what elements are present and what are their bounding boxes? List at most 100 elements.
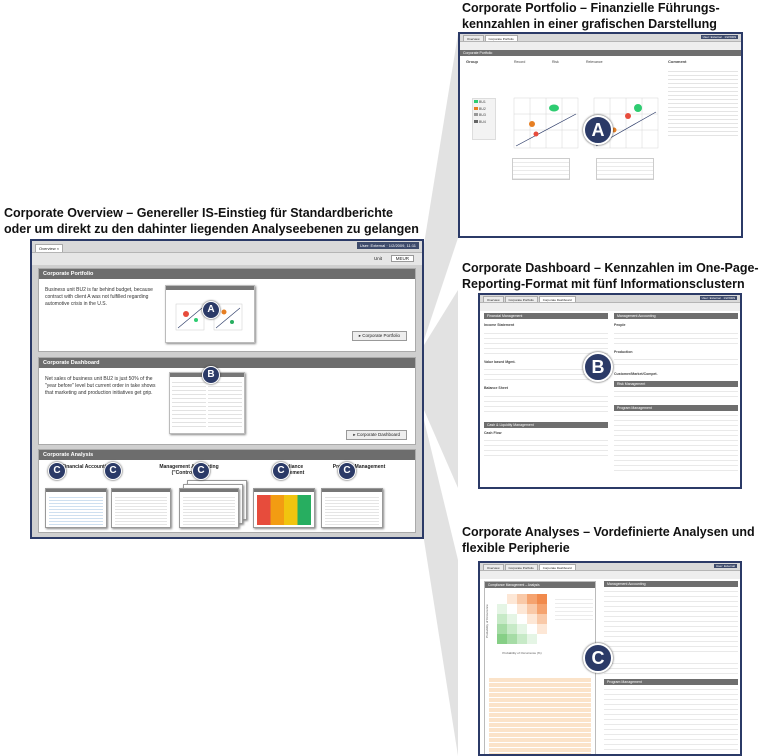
analysis-col-program: Program Management <box>332 464 386 470</box>
analysis-tab-dashboard[interactable]: Corporate Dashboard <box>538 564 576 570</box>
risk-matrix: Probability of Occurrence Probability of… <box>485 594 547 655</box>
unit-label: Unit <box>373 256 382 261</box>
overview-heading-line2: oder um direkt zu den dahinter liegenden… <box>4 222 419 236</box>
analysis-col-controlling: Management Accounting ("Controlling") <box>159 464 219 476</box>
dashboard-value: Value based Mgmt. <box>484 359 516 364</box>
analysis-tab-overview[interactable]: Overview <box>483 564 504 570</box>
bu-legend-3: BU3 <box>478 113 486 117</box>
dashboard-income: Income Statement <box>484 323 515 327</box>
portfolio-group-label: Group <box>466 59 478 64</box>
risk-matrix-y-label: Probability of Occurrence <box>485 604 489 638</box>
dashboard-customer: Customer/Market/Compet. <box>614 372 658 376</box>
bu-legend-1: BU1 <box>478 100 486 104</box>
corporate-portfolio-button-label: Corporate Portfolio <box>362 333 400 338</box>
corporate-dashboard-button-label: Corporate Dashboard <box>356 432 400 437</box>
controlling-thumbnail-2[interactable] <box>179 488 239 528</box>
analysis-prog-title: Program Management <box>604 679 738 685</box>
analysis-right-col: Management Accounting Program Management <box>604 581 738 754</box>
badge-c-controlling-2: C <box>192 462 210 480</box>
overview-dashboard-text: Net sales of business unit BU2 is just 5… <box>45 376 156 396</box>
portfolio-heading-line1: Corporate Portfolio – Finanzielle Führun… <box>462 1 720 15</box>
badge-c-program: C <box>338 462 356 480</box>
portfolio-window: Overview Corporate Portfolio User: Exter… <box>458 32 743 238</box>
badge-a-overview: A <box>202 301 220 319</box>
dashboard-risk-title: Risk Management <box>614 380 738 387</box>
dashboard-cash-title: Cash & Liquidity Management <box>484 421 608 428</box>
bu-legend-4: BU4 <box>478 119 486 124</box>
overview-heading: Corporate Overview – Genereller IS-Einst… <box>4 205 464 237</box>
dashboard-tab-dashboard[interactable]: Corporate Dashboard <box>538 296 576 302</box>
dashboard-production: Production <box>614 349 633 354</box>
dashboard-fin-title: Financial Management <box>484 313 608 319</box>
portfolio-filter-record[interactable]: Record <box>514 60 526 64</box>
badge-c-compliance: C <box>272 462 290 480</box>
badge-c-financial: C <box>48 462 66 480</box>
bu-legend-2: BU2 <box>478 106 486 111</box>
analyses-heading: Corporate Analyses – Vordefinierte Analy… <box>462 524 782 556</box>
overview-dashboard-section: Corporate Dashboard Net sales of busines… <box>38 357 416 445</box>
portfolio-comment-label: Comment <box>668 59 687 64</box>
dashboard-cashflow: Cash Flow <box>484 430 502 435</box>
dashboard-acc-title: Management Accounting <box>614 313 738 319</box>
dashboard-heading: Corporate Dashboard – Kennzahlen im One-… <box>462 260 782 292</box>
tab-overview[interactable]: Overview × <box>35 244 64 252</box>
dashboard-balance: Balance Sheet <box>484 386 508 390</box>
compliance-thumbnail[interactable] <box>253 488 315 528</box>
analyses-heading-line2: flexible Peripherie <box>462 541 570 555</box>
portfolio-window-title: Corporate Portfolio <box>460 50 741 56</box>
badge-b-dashboard: B <box>583 352 613 382</box>
dashboard-window: Overview Corporate Portfolio Corporate D… <box>478 293 742 489</box>
overview-heading-line1: Corporate Overview – Genereller IS-Einst… <box>4 206 394 220</box>
analysis-user: User: External <box>713 564 737 568</box>
overview-window: Overview × User: External · 1/2/2009, 11… <box>30 239 424 539</box>
badge-c-controlling-1: C <box>104 462 122 480</box>
portfolio-heading: Corporate Portfolio – Finanzielle Führun… <box>462 0 782 32</box>
dashboard-heading-line2: Reporting-Format mit fünf Informationscl… <box>462 277 745 291</box>
bu-legend: BU1 BU2 BU3 BU4 <box>472 98 496 140</box>
overview-dashboard-title: Corporate Dashboard <box>39 358 415 368</box>
analysis-col-financial: Financial Accounting <box>61 464 113 470</box>
overview-analysis-section: Corporate Analysis Financial Accounting … <box>38 449 416 533</box>
portfolio-user: User: External · 1/2/2009 <box>700 35 738 39</box>
analysis-window: Overview Corporate Portfolio Corporate D… <box>478 561 742 756</box>
program-thumbnail[interactable] <box>321 488 383 528</box>
dashboard-people: People <box>614 323 626 327</box>
compliance-table <box>489 678 591 754</box>
portfolio-filter-relevance[interactable]: Relevance <box>586 60 603 64</box>
user-box: User: External · 1/2/2009, 11:11 <box>356 242 419 249</box>
tab-overview-label: Overview <box>39 246 56 251</box>
overview-portfolio-section: Corporate Portfolio Business unit BU2 is… <box>38 268 416 352</box>
portfolio-thumbnail[interactable] <box>165 285 255 343</box>
analysis-tab-portfolio[interactable]: Corporate Portfolio <box>504 564 538 570</box>
dashboard-right-col: Management Accounting People Production … <box>614 313 738 485</box>
dashboard-tab-portfolio[interactable]: Corporate Portfolio <box>504 296 538 302</box>
dashboard-left-col: Financial Management Income Statement Va… <box>484 313 608 485</box>
overview-portfolio-text: Business unit BU2 is far behind budget, … <box>45 287 153 307</box>
portfolio-tab-portfolio[interactable]: Corporate Portfolio <box>484 35 518 41</box>
risk-matrix-x-label: Probability of Occurrence (%) <box>502 651 541 655</box>
overview-analysis-title: Corporate Analysis <box>39 450 415 460</box>
portfolio-table-right <box>596 158 654 180</box>
dashboard-heading-line1: Corporate Dashboard – Kennzahlen im One-… <box>462 261 759 275</box>
compliance-window-title: Compliance Management – Analysis <box>485 582 595 588</box>
portfolio-tab-overview[interactable]: Overview <box>463 35 484 41</box>
badge-c-analysis: C <box>583 643 613 673</box>
overview-portfolio-title: Corporate Portfolio <box>39 269 415 279</box>
badge-b-overview: B <box>202 366 220 384</box>
analysis-acc-title: Management Accounting <box>604 581 738 587</box>
portfolio-heading-line2: kennzahlen in einer grafischen Darstellu… <box>462 17 717 31</box>
dashboard-prog-title: Program Management <box>614 404 738 411</box>
risk-legend <box>555 596 593 622</box>
portfolio-table-left <box>512 158 570 180</box>
corporate-portfolio-button[interactable]: ▸ Corporate Portfolio <box>351 331 407 341</box>
corporate-dashboard-button[interactable]: ▸ Corporate Dashboard <box>346 430 407 440</box>
unit-select[interactable]: MEUR <box>390 255 414 262</box>
badge-a-portfolio: A <box>583 115 613 145</box>
analyses-heading-line1: Corporate Analyses – Vordefinierte Analy… <box>462 525 755 539</box>
portfolio-filter-risk[interactable]: Risk <box>552 60 559 64</box>
dashboard-user: User: External · 1/2/2009 <box>699 296 737 300</box>
controlling-thumbnail-1[interactable] <box>111 488 171 528</box>
dashboard-tab-overview[interactable]: Overview <box>483 296 504 302</box>
financial-thumbnail[interactable] <box>45 488 107 528</box>
